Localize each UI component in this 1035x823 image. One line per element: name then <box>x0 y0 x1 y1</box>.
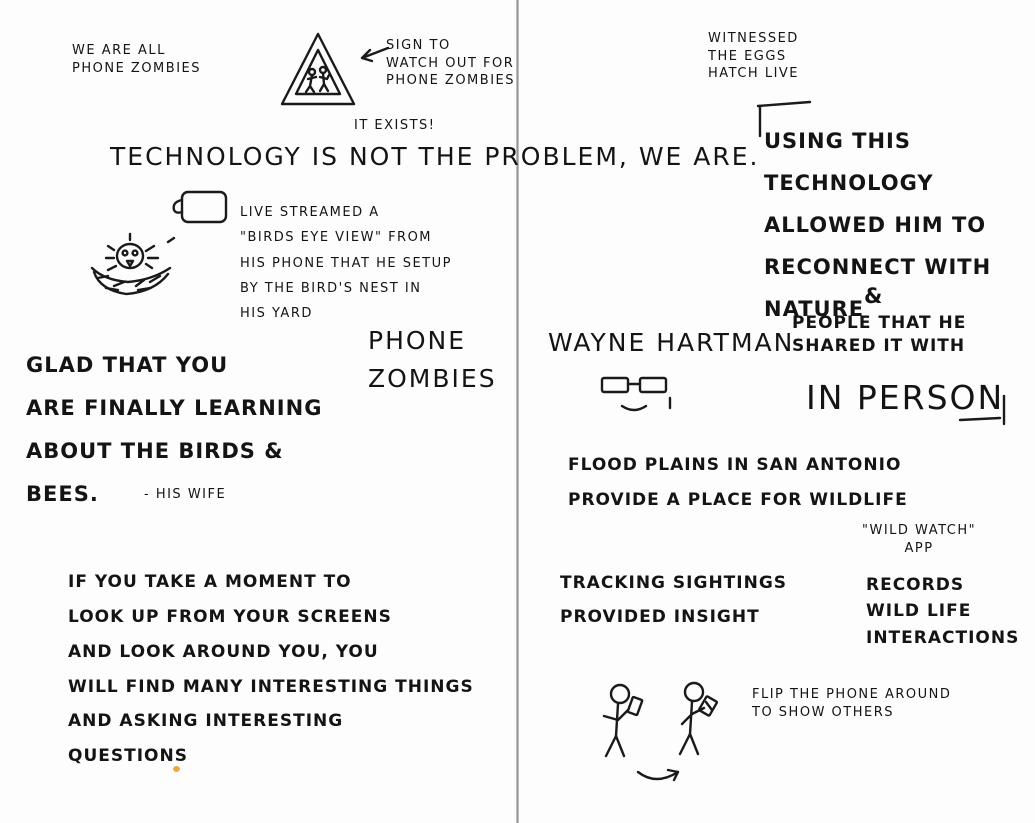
glasses-face-icon <box>600 376 672 412</box>
app-records-note: Records wild life interactions <box>866 575 1020 648</box>
bird-nest-icon <box>90 232 176 296</box>
arrow-icon <box>360 46 390 63</box>
warning-sign-icon <box>280 32 356 106</box>
stick-figures-phone-icon <box>602 681 719 782</box>
wife-quote: Glad that you are finally learning about… <box>26 353 323 507</box>
tracking-note: Tracking sightings provided insight <box>560 573 788 627</box>
phone-zombies-title: Phone Zombies <box>368 326 497 393</box>
connector-line <box>756 100 812 138</box>
underline-mark <box>958 394 1006 426</box>
zombies-note: We Are All Phone Zombies <box>72 43 201 76</box>
wild-watch-app: "Wild Watch" app <box>862 523 977 556</box>
ampersand: & <box>864 284 884 308</box>
screens-note: If you take a moment to look up from you… <box>68 572 474 767</box>
in-person: In Person <box>806 378 1005 417</box>
people-note: People that he shared it with <box>792 313 967 356</box>
headline: Technology is not the Problem, we are. <box>110 142 760 171</box>
right-page <box>519 0 1035 823</box>
phone-icon <box>172 190 228 224</box>
technology-note: Using this technology allowed him to rec… <box>764 129 992 321</box>
wife-attribution: - His wife <box>144 487 227 502</box>
speaker-name: Wayne Hartman <box>548 328 795 357</box>
flood-note: Flood Plains in San Antonio provide a pl… <box>568 455 908 510</box>
eggs-note: Witnessed the eggs hatch live <box>708 31 800 82</box>
exists-note: It exists! <box>354 118 436 133</box>
sign-note: Sign to watch out for Phone Zombies <box>386 38 515 89</box>
livestream-note: Live streamed a "Birds eye view" from hi… <box>240 205 452 322</box>
notebook-spine <box>516 0 519 823</box>
flip-note: Flip the phone around to show others <box>752 687 952 720</box>
ink-stain <box>173 766 180 772</box>
left-page <box>0 0 517 823</box>
